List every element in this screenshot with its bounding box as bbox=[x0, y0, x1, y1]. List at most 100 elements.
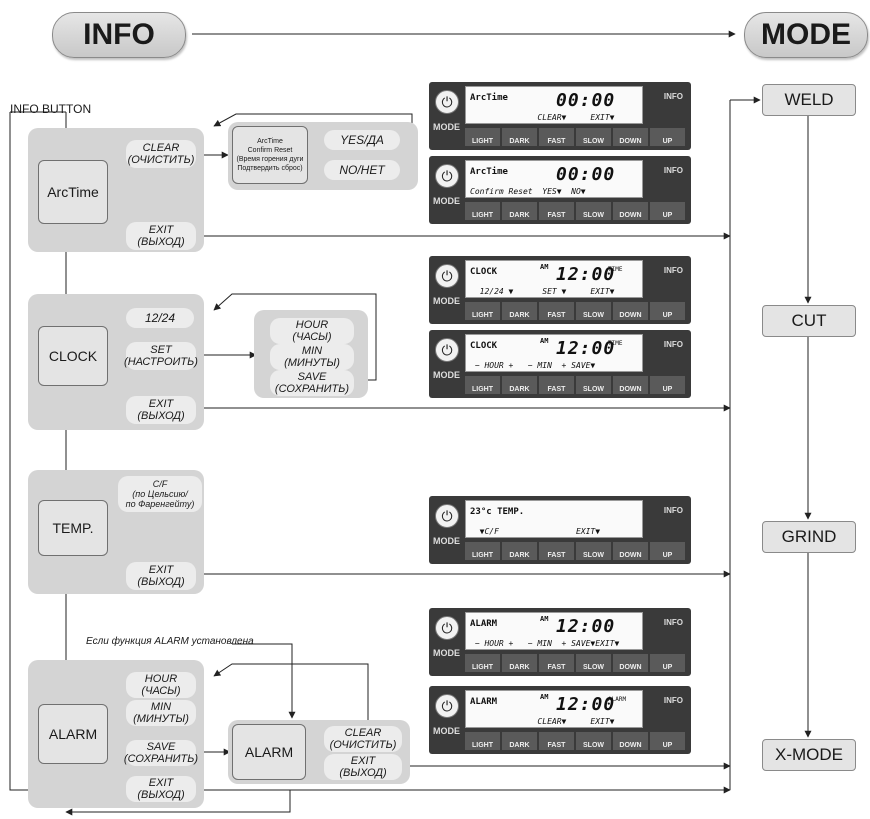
lcd-line1: CLOCK bbox=[470, 341, 498, 351]
12-24-option: 12/24 bbox=[126, 308, 194, 328]
panel-button-light: LIGHT bbox=[465, 654, 500, 672]
panel-button-slow: SLOW bbox=[576, 376, 611, 394]
panel-button-dark: DARK bbox=[502, 654, 537, 672]
no-option: NO/НЕТ bbox=[324, 160, 400, 180]
panel-button-down: DOWN bbox=[613, 128, 648, 146]
panel-mode-label: MODE bbox=[433, 196, 460, 206]
info-header: INFO bbox=[52, 12, 186, 58]
clock-hour-option: HOUR(ЧАСЫ) bbox=[270, 318, 354, 344]
lcd-softkeys: CLEAR▼ EXIT▼ bbox=[470, 717, 615, 726]
power-icon: ⏻ bbox=[435, 338, 459, 362]
alarm-min-option: MIN(МИНУТЫ) bbox=[126, 700, 196, 726]
lcd-am: AM bbox=[540, 693, 549, 701]
panel-button-fast: FAST bbox=[539, 732, 574, 750]
panel-button-dark: DARK bbox=[502, 128, 537, 146]
alarm-node: ALARM bbox=[38, 704, 108, 764]
mode-x-mode: X-MODE bbox=[762, 739, 856, 771]
mode-grind: GRIND bbox=[762, 521, 856, 553]
lcd-time: 00:00 bbox=[556, 90, 616, 111]
info-button-label: INFO BUTTON bbox=[10, 102, 92, 116]
panel-button-dark: DARK bbox=[502, 302, 537, 320]
lcd-am: AM bbox=[540, 337, 549, 345]
panel-button-light: LIGHT bbox=[465, 202, 500, 220]
clock-node: CLOCK bbox=[38, 326, 108, 386]
clock-save-option: SAVE(СОХРАНИТЬ) bbox=[270, 370, 354, 396]
panel-button-dark: DARK bbox=[502, 376, 537, 394]
panel-mode-label: MODE bbox=[433, 370, 460, 380]
lcd-line1: CLOCK bbox=[470, 267, 498, 277]
alarm-note: Если функция ALARM установлена bbox=[86, 636, 254, 647]
temp-exit-option: EXIT(ВЫХОД) bbox=[126, 562, 196, 590]
panel-button-down: DOWN bbox=[613, 654, 648, 672]
panel-button-up: UP bbox=[650, 302, 685, 320]
panel-button-fast: FAST bbox=[539, 376, 574, 394]
lcd-screen: 23°c TEMP. ▼C/F EXIT▼ bbox=[465, 500, 643, 538]
panel-mode-label: MODE bbox=[433, 122, 460, 132]
panel-button-light: LIGHT bbox=[465, 302, 500, 320]
panel-button-fast: FAST bbox=[539, 542, 574, 560]
alarm-exit-option: EXIT(ВЫХОД) bbox=[126, 776, 196, 802]
panel-button-slow: SLOW bbox=[576, 202, 611, 220]
panel-mode-label: MODE bbox=[433, 726, 460, 736]
panel-button-fast: FAST bbox=[539, 128, 574, 146]
power-icon: ⏻ bbox=[435, 694, 459, 718]
panel-button-down: DOWN bbox=[613, 202, 648, 220]
lcd-time: 12:00 bbox=[556, 616, 616, 637]
panel-info-label: INFO bbox=[663, 696, 683, 705]
power-icon: ⏻ bbox=[435, 504, 459, 528]
panel-button-light: LIGHT bbox=[465, 732, 500, 750]
lcd-am: AM bbox=[540, 263, 549, 271]
yes-option: YES/ДА bbox=[324, 130, 400, 150]
panel-button-fast: FAST bbox=[539, 202, 574, 220]
arctime-node: ArcTime bbox=[38, 160, 108, 224]
panel-info-label: INFO bbox=[663, 266, 683, 275]
lcd-softkeys: ▼C/F EXIT▼ bbox=[470, 527, 601, 536]
panel-info-label: INFO bbox=[663, 340, 683, 349]
cf-option: C/F(по Цельсию/по Фаренгейту) bbox=[118, 476, 202, 512]
power-icon: ⏻ bbox=[435, 616, 459, 640]
power-icon: ⏻ bbox=[435, 90, 459, 114]
panel-button-up: UP bbox=[650, 732, 685, 750]
temp-node: TEMP. bbox=[38, 500, 108, 556]
panel-button-up: UP bbox=[650, 376, 685, 394]
panel-button-up: UP bbox=[650, 202, 685, 220]
set-option: SET(НАСТРОИТЬ) bbox=[124, 342, 198, 370]
mode-cut: CUT bbox=[762, 305, 856, 337]
lcd-softkeys: − HOUR + − MIN + SAVE▼ bbox=[470, 361, 596, 370]
panel-button-slow: SLOW bbox=[576, 732, 611, 750]
panel-button-slow: SLOW bbox=[576, 128, 611, 146]
panel-button-light: LIGHT bbox=[465, 542, 500, 560]
arctime-exit-option: EXIT(ВЫХОД) bbox=[126, 222, 196, 250]
clock-exit-option: EXIT(ВЫХОД) bbox=[126, 396, 196, 424]
lcd-am: AM bbox=[540, 615, 549, 623]
panel-info-label: INFO bbox=[663, 92, 683, 101]
lcd-softkeys: 12/24 ▼ SET ▼ EXIT▼ bbox=[470, 287, 615, 296]
panel-button-down: DOWN bbox=[613, 376, 648, 394]
lcd-time: 12:00 bbox=[556, 694, 616, 715]
panel-mode-label: MODE bbox=[433, 536, 460, 546]
panel-info-label: INFO bbox=[663, 618, 683, 627]
lcd-line1: ArcTime bbox=[470, 167, 508, 177]
panel-button-slow: SLOW bbox=[576, 542, 611, 560]
lcd-sup: TIME bbox=[608, 340, 623, 347]
panel-button-up: UP bbox=[650, 128, 685, 146]
power-icon: ⏻ bbox=[435, 164, 459, 188]
panel-button-slow: SLOW bbox=[576, 302, 611, 320]
mode-header: MODE bbox=[744, 12, 868, 58]
lcd-line1: ALARM bbox=[470, 697, 498, 707]
clear-option: CLEAR(ОЧИСТИТЬ) bbox=[126, 140, 196, 168]
lcd-sup: ALARM bbox=[608, 696, 627, 703]
lcd-time: 12:00 bbox=[556, 264, 616, 285]
panel-button-slow: SLOW bbox=[576, 654, 611, 672]
